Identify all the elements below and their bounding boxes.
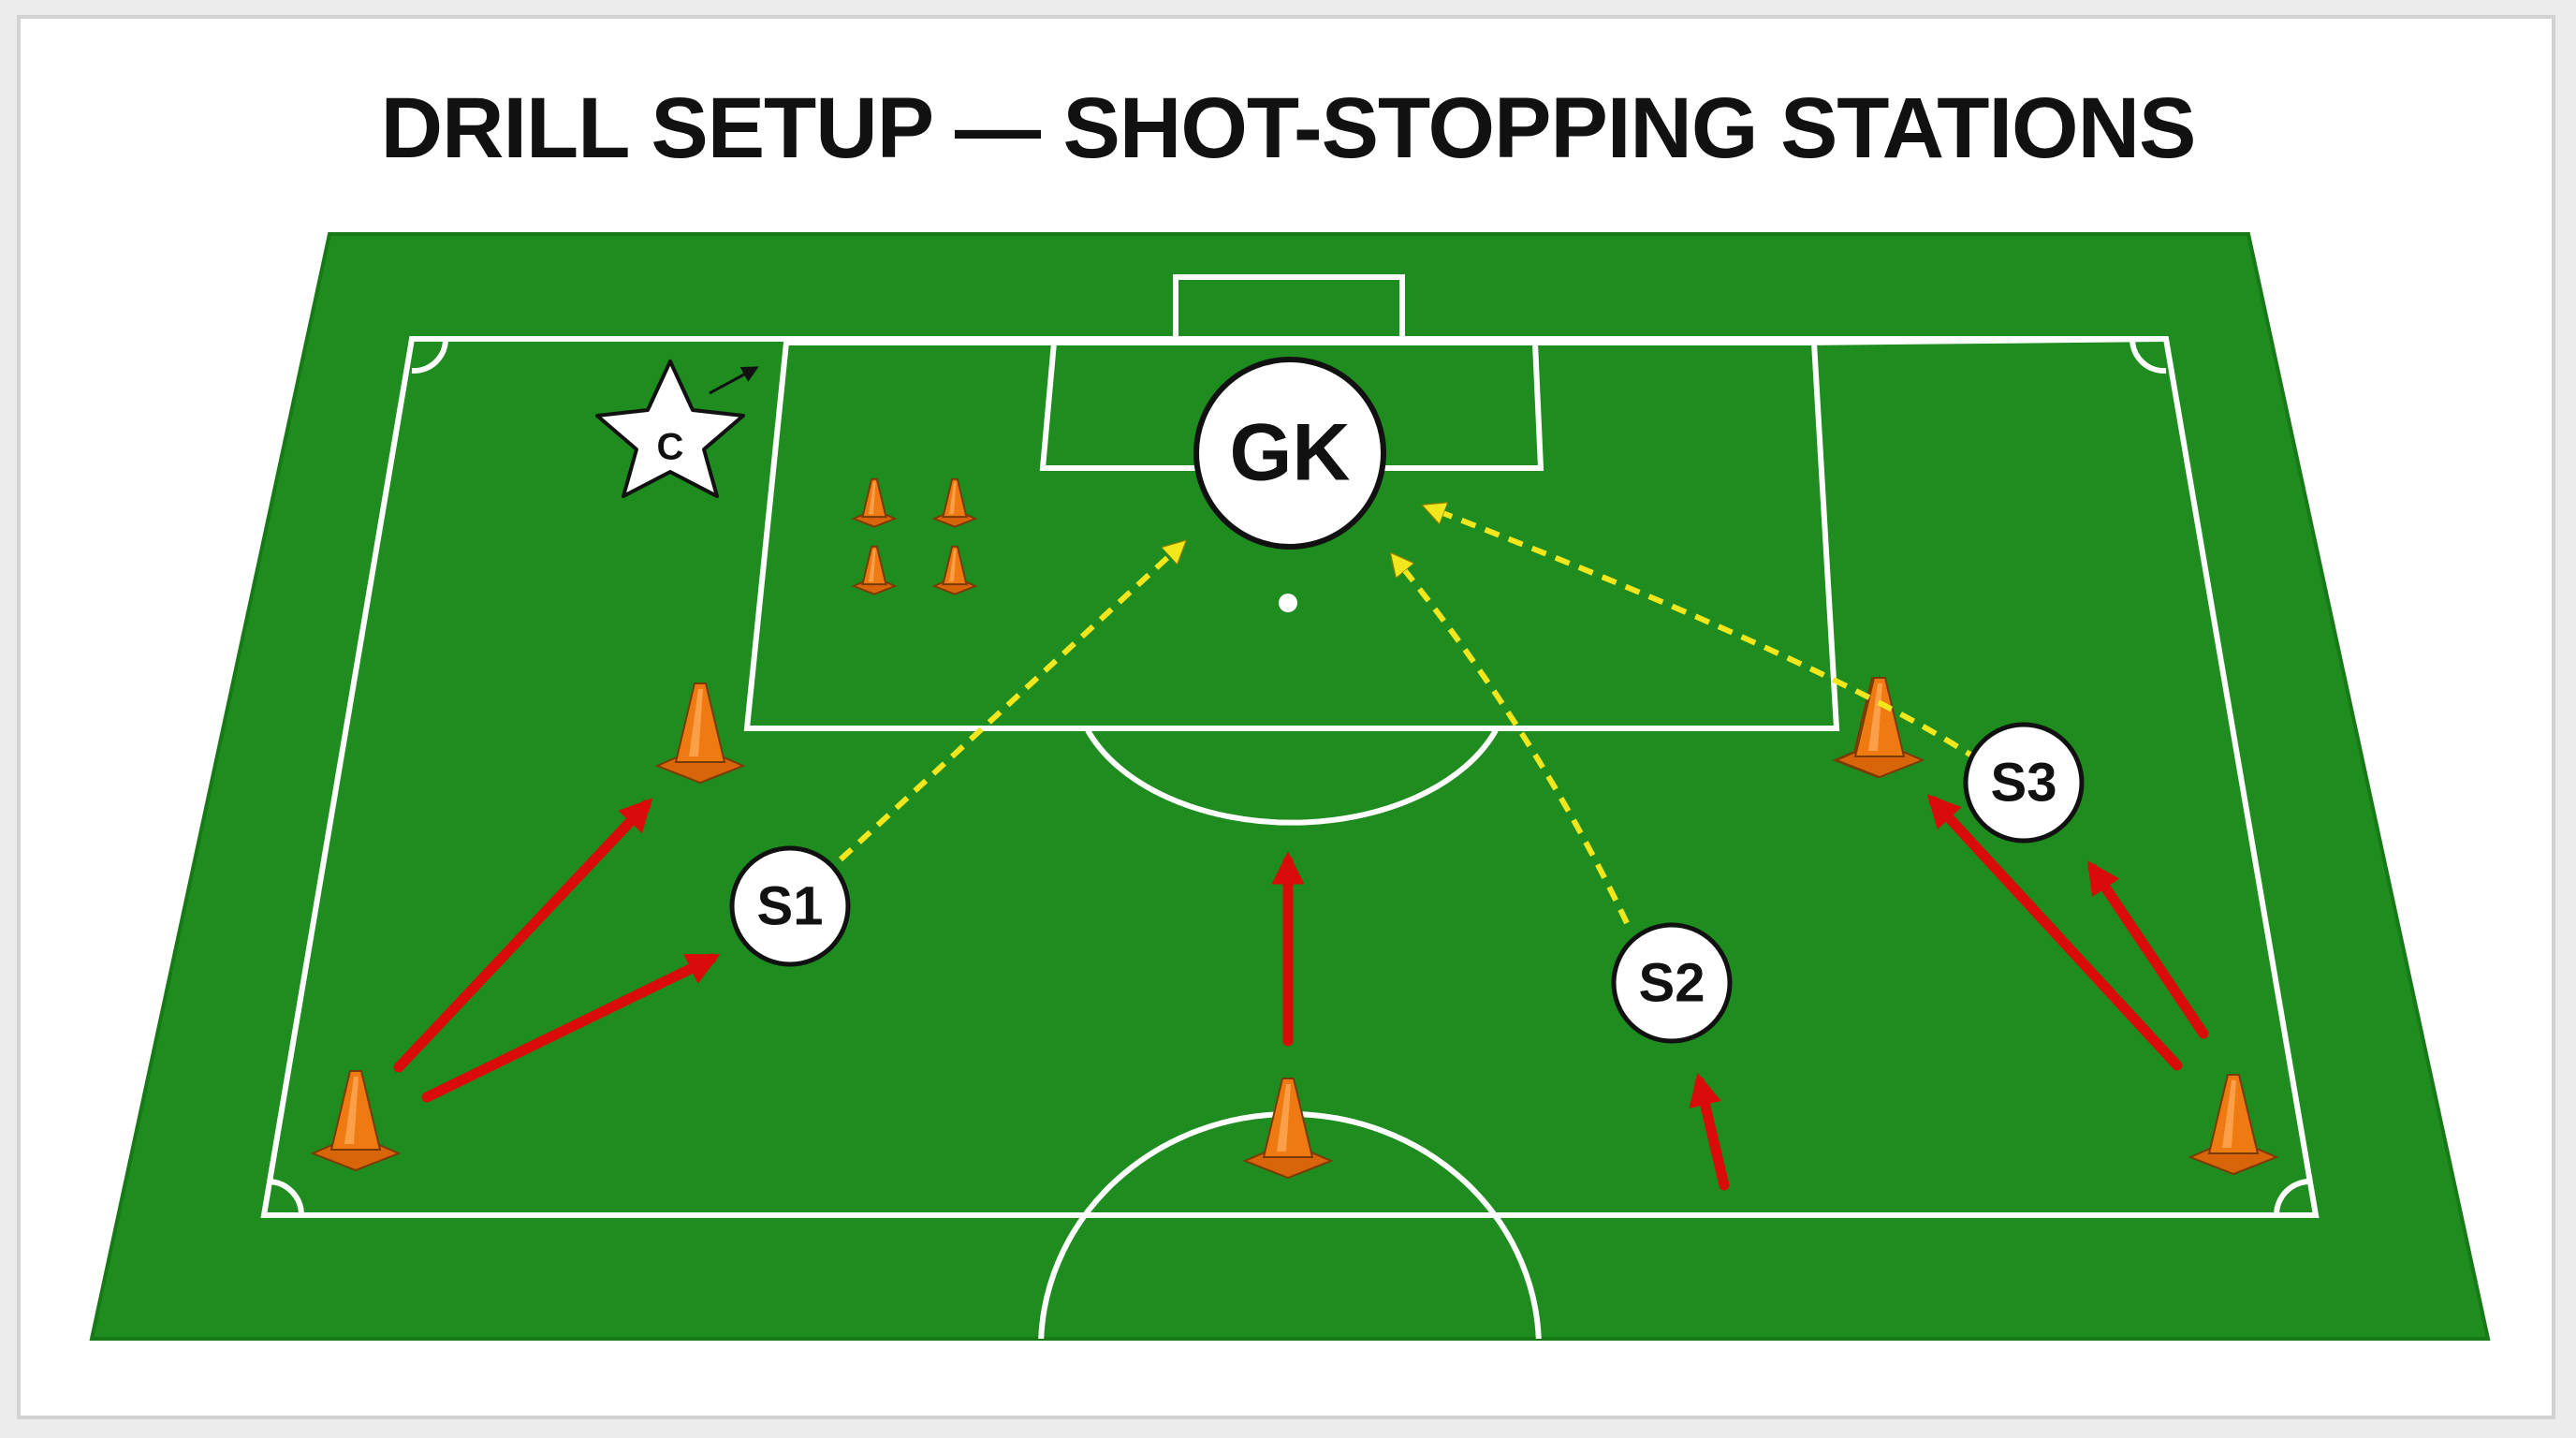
small-cone [851,545,898,595]
corner-arc-bottom-right [2274,1179,2311,1216]
shooter-label: S3 [1991,752,2057,813]
coach-marker: C [595,360,759,498]
pass-arrow-right-to-cone [1926,794,2183,1071]
penalty-spot [1279,594,1297,612]
small-cone [931,545,978,595]
star-icon [595,360,745,498]
corner-arc-bottom-left [269,1179,305,1216]
coach-direction-arrow [709,366,759,395]
pass-arrow-left-to-cone [393,798,653,1073]
large-cone [1242,1078,1334,1180]
field-boundary-lines [260,336,2320,1218]
coach-label: C [657,427,684,468]
shooter-s3: S3 [1963,722,2085,844]
small-cone-group [851,477,978,595]
penalty-arc [1085,728,1499,826]
pass-arrow-right-to-s3 [2087,860,2209,1039]
shot-arrow-s3 [1428,507,1981,763]
shooter-s1: S1 [729,845,851,967]
shot-arrows [838,507,1981,925]
shooter-label: S2 [1639,952,1705,1013]
large-cone [1834,677,1925,779]
pass-arrow-left-to-s1 [421,953,721,1103]
pitch [89,232,2491,1341]
inner-line-left [1802,336,2167,345]
shot-arrow-s1 [838,545,1181,862]
six-yard-box [1039,340,1544,471]
pass-arrows [393,794,2209,1191]
corner-arc-top-left [411,338,449,374]
shot-arrow-s2 [1395,558,1630,925]
large-cone [654,682,746,785]
small-cone [851,477,898,528]
shooter-s2: S2 [1611,922,1733,1044]
large-cone [310,1070,402,1172]
small-cone [931,477,978,528]
goalkeeper-label: GK [1230,408,1351,498]
goal-frame [1173,274,1405,339]
large-cone [2188,1074,2279,1176]
diagram-title: DRILL SETUP — SHOT-STOPPING STATIONS [381,81,2196,176]
large-cone-group [310,677,2279,1180]
corner-arc-top-right [2129,338,2167,374]
pass-arrow-s2 [1689,1072,1730,1191]
shooter-label: S1 [757,875,824,936]
goalkeeper: GK [1193,357,1386,550]
